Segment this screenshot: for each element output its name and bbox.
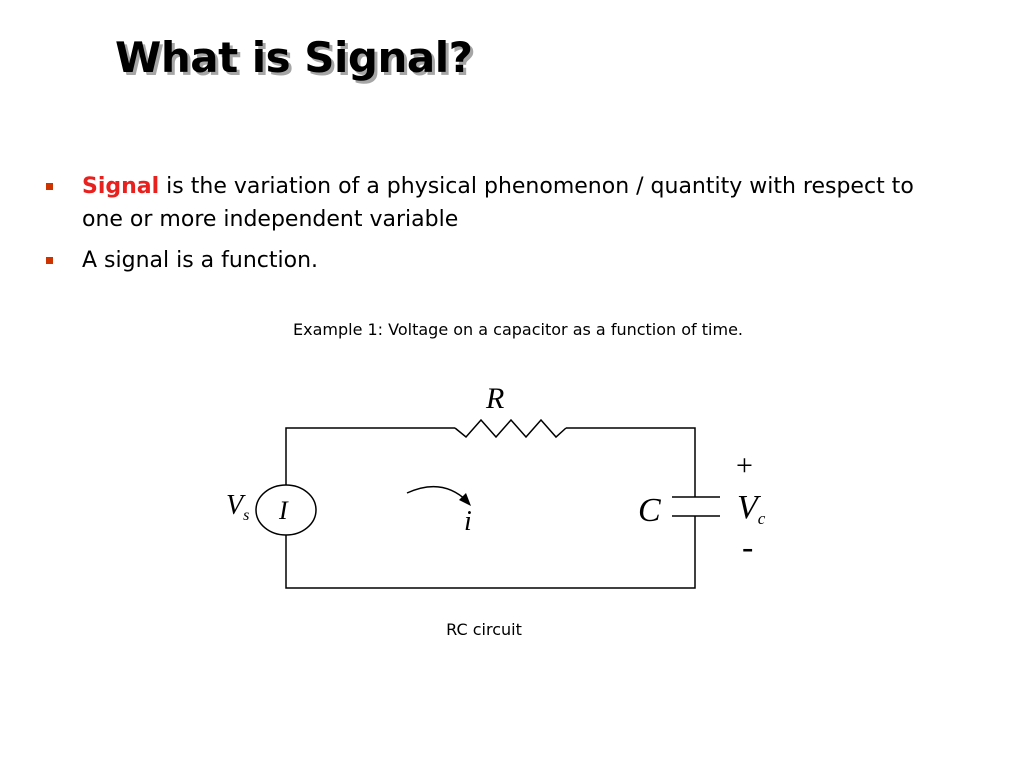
capacitor-minus-sign: -	[742, 529, 753, 566]
bullet-text: A signal is a function.	[82, 248, 319, 273]
bullet-list: Signal is the variation of a physical ph…	[44, 170, 944, 285]
current-arrowhead-icon	[459, 493, 471, 506]
wire-top-right	[566, 427, 696, 497]
resistor-zigzag	[454, 418, 567, 439]
slide-title: What is Signal?	[115, 33, 473, 82]
example-caption: Example 1: Voltage on a capacitor as a f…	[293, 320, 743, 339]
square-bullet-icon	[46, 257, 53, 264]
bullet-item: Signal is the variation of a physical ph…	[44, 170, 944, 236]
square-bullet-icon	[46, 183, 53, 190]
bullet-highlight-term: Signal	[82, 174, 160, 199]
source-voltage-label: Vs	[226, 490, 249, 524]
current-direction-arc	[406, 485, 468, 502]
wire-top-left	[285, 427, 455, 485]
bullet-item: A signal is a function.	[44, 244, 944, 277]
current-label: i	[464, 506, 472, 537]
capacitor-voltage-subscript: c	[758, 509, 766, 528]
capacitor-label: C	[638, 492, 661, 529]
resistor-label: R	[485, 382, 504, 415]
current-source-circle	[255, 484, 317, 536]
capacitor-voltage-label: Vc	[737, 489, 766, 528]
bullet-text: is the variation of a physical phenomeno…	[82, 174, 914, 232]
source-voltage-symbol: V	[226, 490, 246, 521]
source-voltage-subscript: s	[243, 507, 249, 524]
wire-bottom	[285, 516, 696, 589]
capacitor-plus-sign: +	[736, 449, 753, 482]
current-source-symbol: I	[278, 496, 289, 525]
circuit-caption: RC circuit	[446, 620, 522, 639]
